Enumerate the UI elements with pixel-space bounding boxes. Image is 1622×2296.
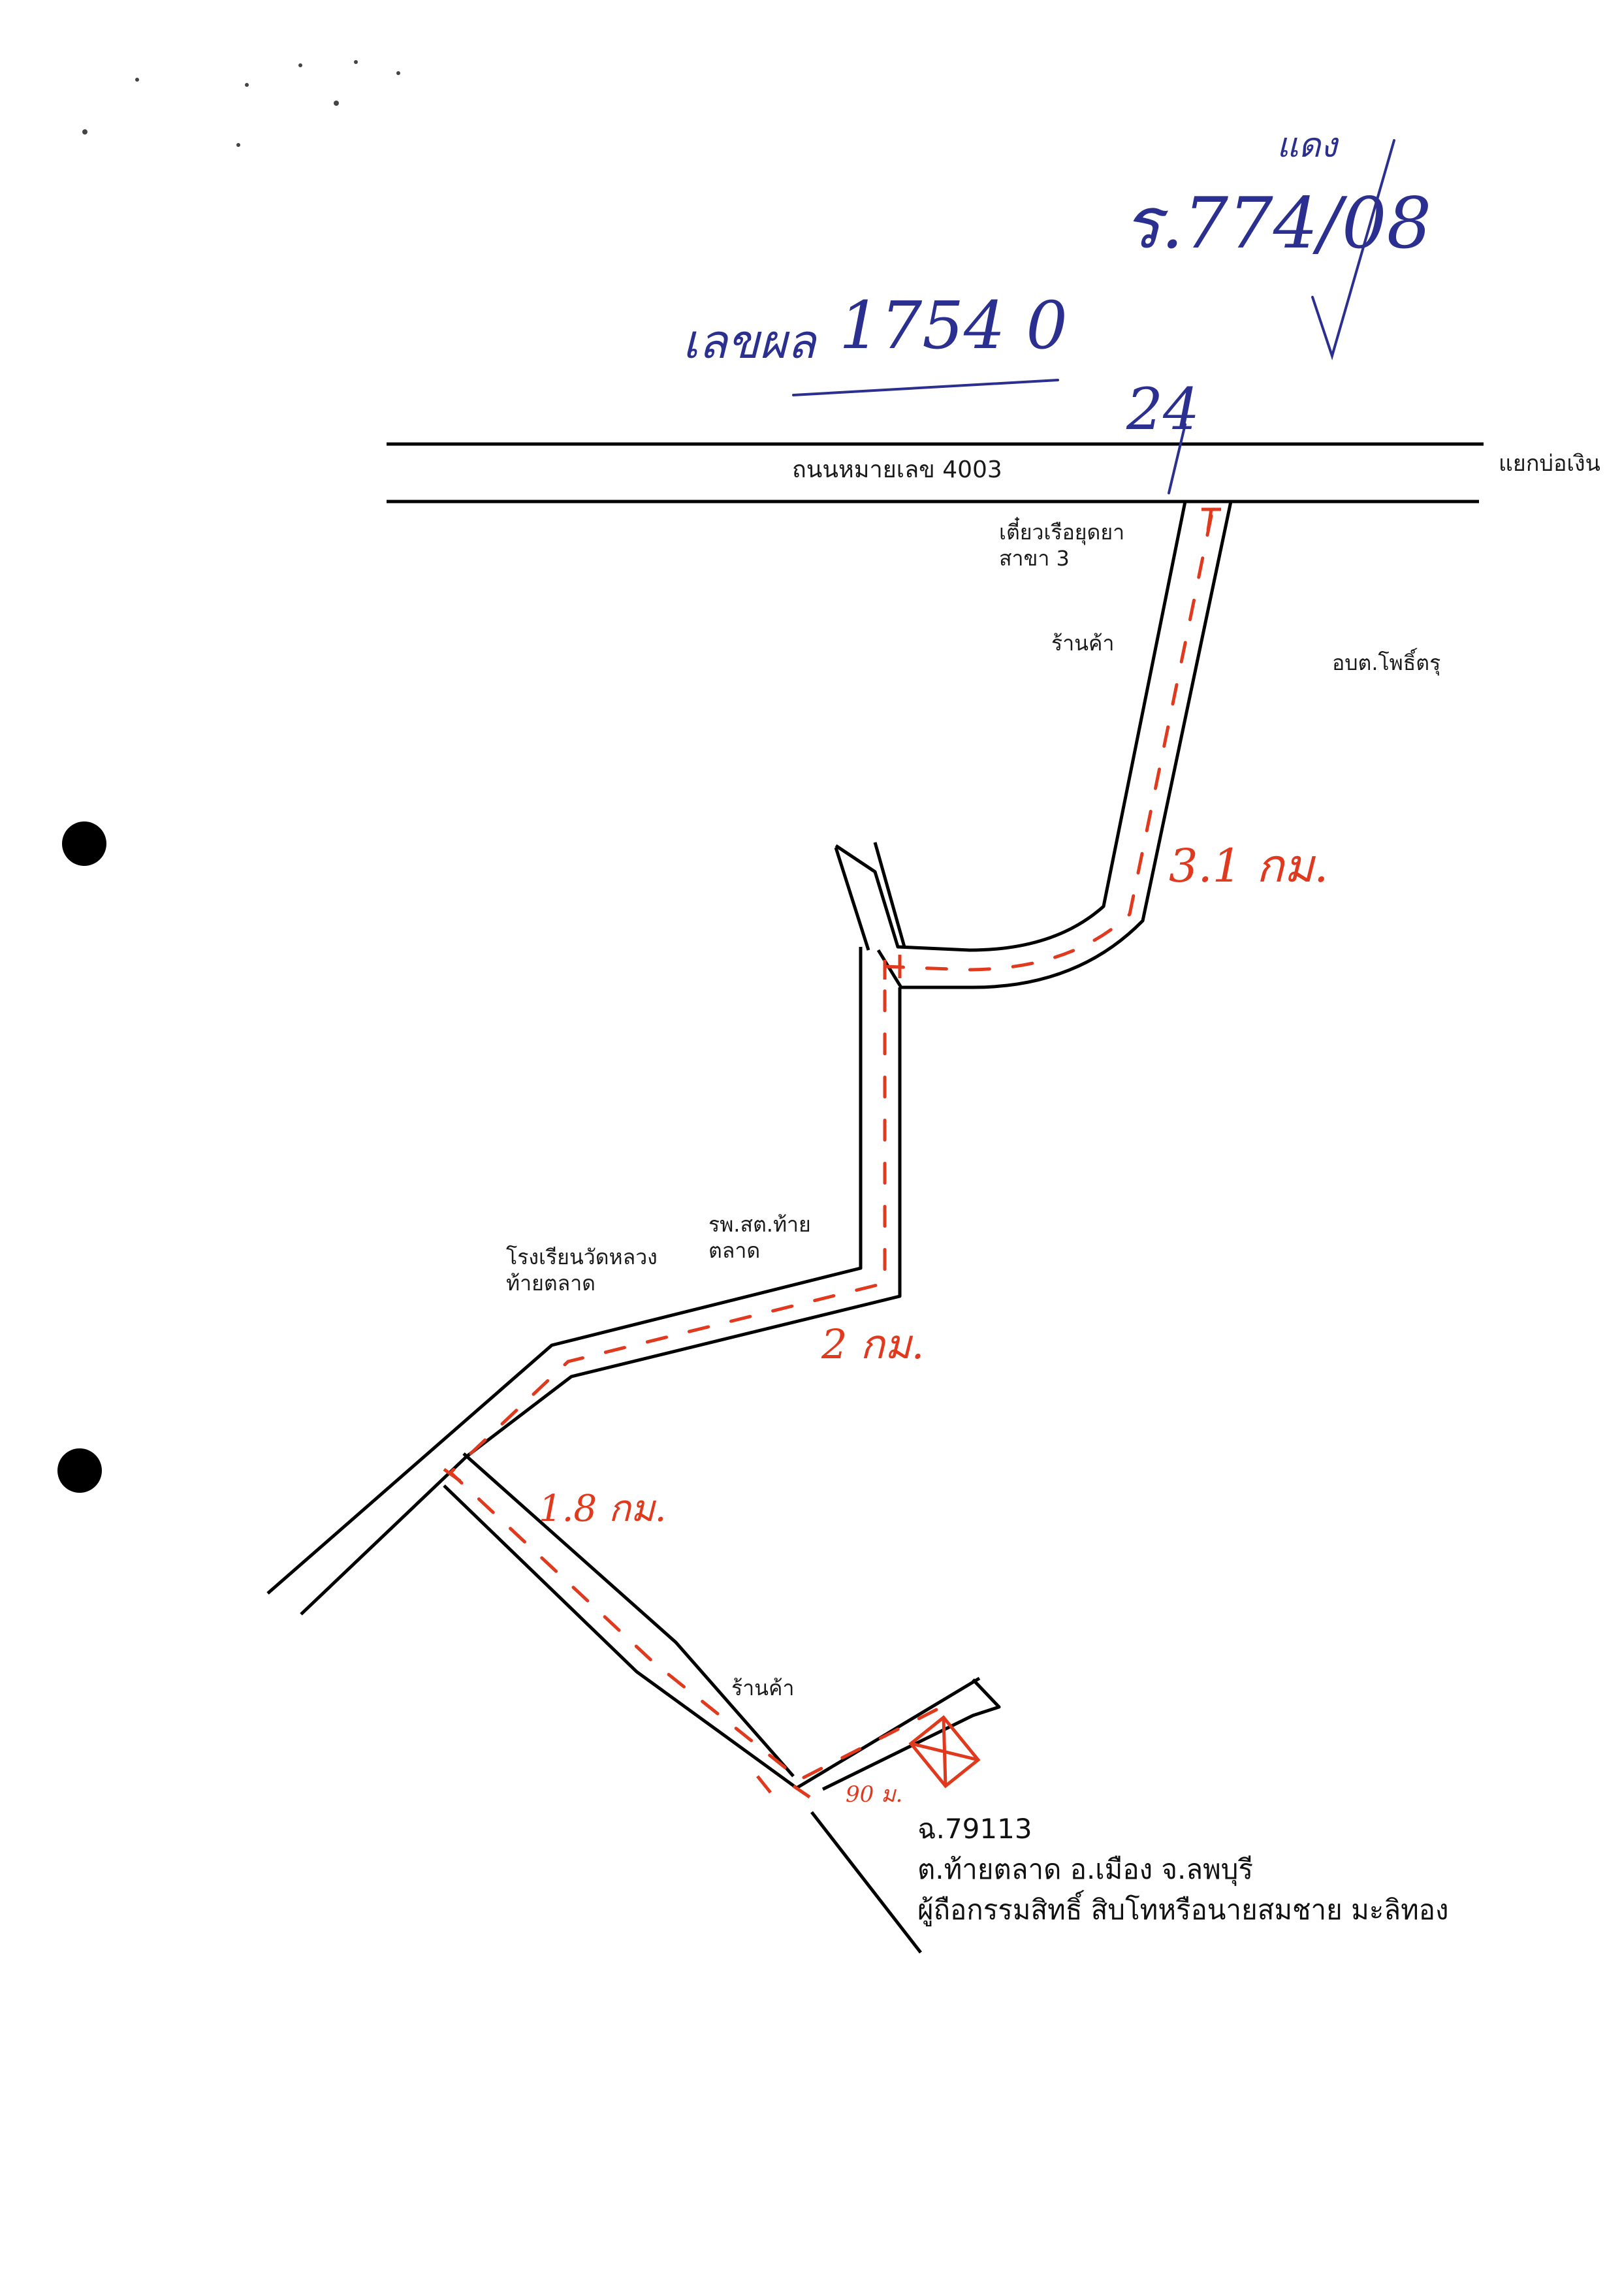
health-center-label: รพ.สต.ท้าย ตลาด — [708, 1211, 811, 1264]
sao-office-label: อบต.โพธิ์ตรุ — [1332, 650, 1441, 675]
main-road — [387, 442, 1484, 503]
health-center-line2: ตลาด — [708, 1238, 761, 1263]
parcel-marker — [908, 1715, 981, 1789]
deed-owner: ผู้ถือกรรมสิทธิ์ สิบโทหรือนายสมชาย มะลิท… — [917, 1894, 1449, 1926]
hole-punch-bottom — [57, 1448, 102, 1493]
noodle-shop-line1: เตี๋ยวเรือยุดยา — [999, 520, 1125, 545]
deed-number: ฉ.79113 — [917, 1813, 1032, 1845]
hole-punch-top — [62, 821, 106, 866]
deed-location: ต.ท้ายตลาด อ.เมือง จ.ลพบุรี — [917, 1853, 1254, 1885]
junction-label: แยกบ่อเงิน — [1499, 451, 1600, 477]
route-dashed — [448, 514, 1213, 1781]
school-line1: โรงเรียนวัดหลวง — [506, 1245, 658, 1269]
school-line2: ท้ายตลาด — [506, 1271, 596, 1296]
shop-label-1: ร้านค้า — [1051, 631, 1115, 656]
handwritten-lot-label: เลขผล — [682, 314, 816, 369]
noodle-shop-label: เตี๋ยวเรือยุดยา สาขา 3 — [999, 519, 1124, 571]
distance-segment-3: 1.8 กม. — [539, 1488, 667, 1530]
distance-segment-2: 2 กม. — [821, 1320, 925, 1368]
health-center-line1: รพ.สต.ท้าย — [708, 1212, 811, 1237]
main-road-label: ถนนหมายเลข 4003 — [792, 456, 1002, 483]
road-network — [266, 501, 1233, 1954]
shop-label-2: ร้านค้า — [731, 1676, 795, 1700]
handwritten-lot-number: 1754 0 — [839, 287, 1068, 364]
handwritten-road-mark: 24 — [1126, 375, 1200, 443]
school-label: โรงเรียนวัดหลวง ท้ายตลาด — [506, 1244, 658, 1296]
handwritten-deed-number: ร.774/08 — [1123, 183, 1432, 264]
route-ticks — [443, 507, 1221, 1799]
handwritten-red-label: แดง — [1277, 126, 1337, 165]
handwriting-strokes — [792, 139, 1395, 494]
distance-segment-1: 3.1 กม. — [1169, 839, 1329, 893]
distance-segment-4: 90 ม. — [846, 1781, 903, 1808]
deed-info: ฉ.79113 ต.ท้ายตลาด อ.เมือง จ.ลพบุรี ผู้ถ… — [917, 1809, 1448, 1930]
noodle-shop-line2: สาขา 3 — [999, 546, 1070, 571]
scan-specks — [82, 60, 400, 147]
